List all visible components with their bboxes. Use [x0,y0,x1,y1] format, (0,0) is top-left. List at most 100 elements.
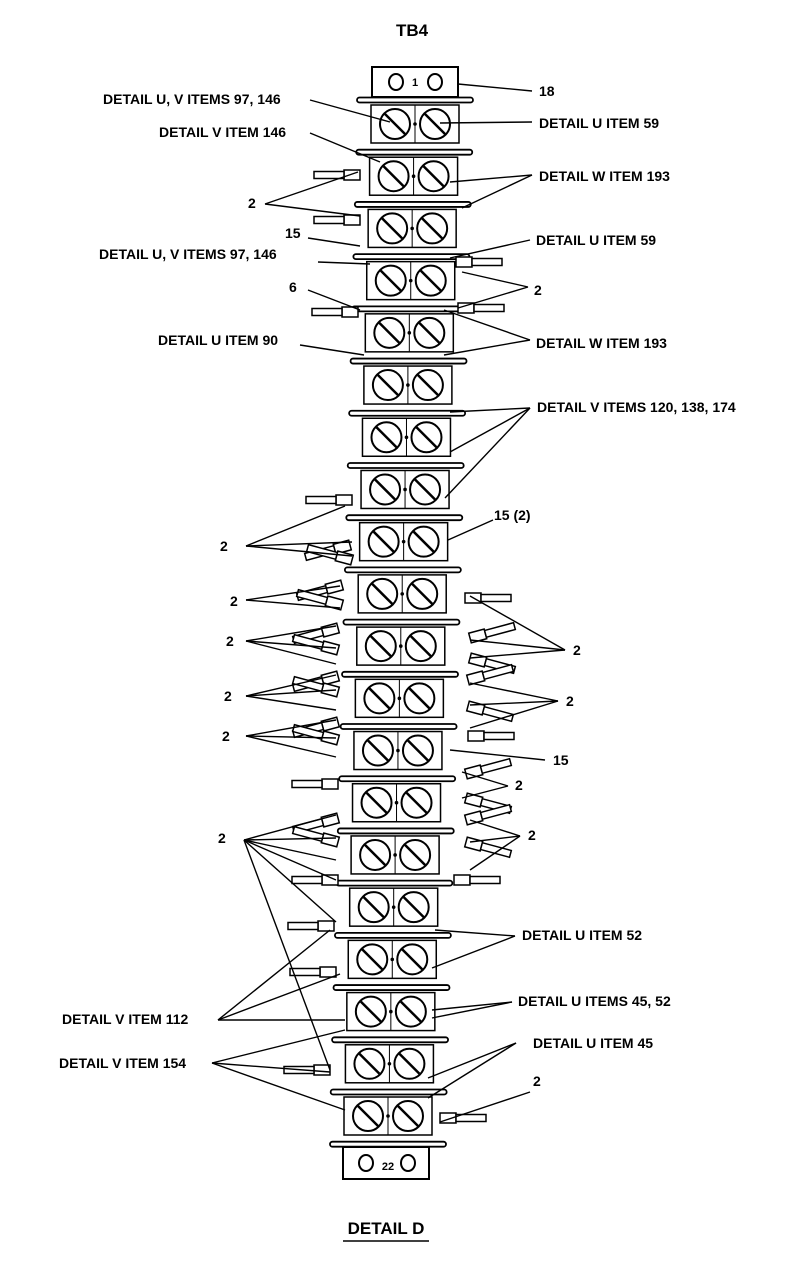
screw-slot [371,583,394,605]
callout-2: 2 [230,593,238,609]
screw-slot [364,844,386,866]
center-dot [403,487,407,492]
lug-wire [463,803,513,826]
callout-detail-w-item-193: DETAIL W ITEM 193 [539,168,670,184]
center-dot [408,278,413,283]
callout-2: 2 [533,1073,541,1089]
terminal-pair [343,1096,433,1136]
wire-insulation [291,779,323,789]
callout-detail-u-v-items-97-146: DETAIL U, V ITEMS 97, 146 [99,246,277,262]
separator-barrier [335,879,454,887]
lug-barrel [313,1064,331,1076]
screw-slot [418,321,441,344]
separator-barrier [329,1088,448,1096]
callout-detail-u-item-90: DETAIL U ITEM 90 [158,332,278,348]
callout-2: 2 [224,688,232,704]
screw-slot [374,478,396,501]
terminal-pair [370,104,460,144]
wire-insulation [479,757,513,775]
callout-detail-u-item-45: DETAIL U ITEM 45 [533,1035,653,1051]
callout-2: 2 [573,642,581,658]
lug-wire [465,663,515,686]
lug-barrel [319,966,337,978]
screw-slot [398,1052,421,1075]
lug-wire [439,1112,487,1124]
lug-wire [467,621,517,644]
terminal-pair [348,887,439,927]
lug-barrel [321,778,339,790]
screw-slot [421,217,444,240]
screw-slot [419,269,442,292]
wire-insulation [483,731,515,741]
lug-wire [463,757,513,780]
screw-slot [381,217,404,240]
terminal-pair [350,835,440,875]
lug-wire [287,920,335,932]
separator-barrier [348,409,467,417]
terminal-pairs [329,96,474,1148]
screw-slot [411,583,434,605]
screw-slot [402,896,425,919]
separator-barrier [355,148,474,156]
center-dot [398,644,403,648]
wire-insulation [480,593,512,603]
center-dot [389,1009,393,1014]
center-dot [400,592,405,596]
callout-detail-u-item-52: DETAIL U ITEM 52 [522,927,642,943]
center-dot [411,174,416,179]
lug-wire [289,966,337,978]
terminal-pair [360,469,450,510]
terminal-pair [361,417,452,458]
callout-15: 15 [553,752,569,768]
screw-slot [382,165,405,188]
callout-detail-v-item-154: DETAIL V ITEM 154 [59,1055,186,1071]
callout-2: 2 [218,830,226,846]
wire-insulation [471,257,503,267]
callout-6: 6 [289,279,297,295]
separator-barrier [339,723,458,730]
wire-insulation [291,875,323,885]
screw-slot [397,1105,419,1127]
terminal-pair [346,991,436,1032]
lug-wire [295,588,345,611]
callout-detail-v-item-112: DETAIL V ITEM 112 [62,1011,189,1027]
callout-2: 2 [220,538,228,554]
callout-detail-u-item-59: DETAIL U ITEM 59 [536,232,656,248]
wire-insulation [295,588,329,606]
center-dot [386,1114,390,1118]
center-dot [413,122,417,126]
separator-barrier [345,514,464,522]
lug-wire [467,730,515,742]
lug-wire [291,874,339,886]
wire-insulation [313,215,345,225]
diagram-title: TB4 [396,21,429,40]
screw-slot [367,739,389,762]
callout-2: 2 [566,693,574,709]
callout-detail-u-item-59: DETAIL U ITEM 59 [539,115,659,131]
callout-detail-u-items-45-52: DETAIL U ITEMS 45, 52 [518,993,671,1009]
callout-2: 2 [226,633,234,649]
screw-slot [379,269,402,292]
wire-insulation [481,663,515,681]
callout-18: 18 [539,83,555,99]
callout-detail-w-item-193: DETAIL W ITEM 193 [536,335,667,351]
lug-wire [311,306,359,318]
screw-slot [408,687,431,710]
center-dot [394,800,399,805]
separator-barrier [341,670,459,678]
center-dot [397,696,402,701]
lug-wire [313,214,361,226]
lug-wire [463,836,513,859]
terminal-pair [357,574,447,614]
center-dot [396,748,400,753]
separator-barrier [352,253,471,261]
center-dot [390,957,395,962]
terminal-pair [353,730,443,771]
bottom-end-cap [342,1146,430,1180]
screw-slot [361,948,384,971]
lug-wire [291,778,339,790]
lug-barrel [467,730,485,742]
callout-detail-v-item-146: DETAIL V ITEM 146 [159,124,286,140]
